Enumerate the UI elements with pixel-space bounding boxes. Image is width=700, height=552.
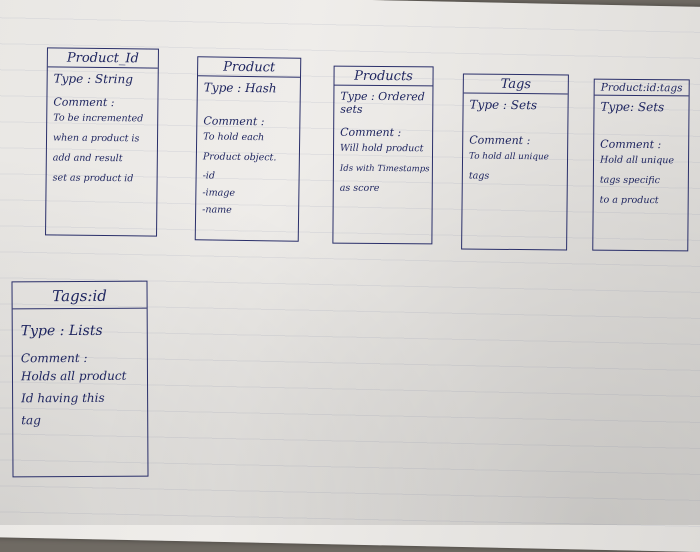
card-comment-line: as score: [339, 182, 380, 194]
card-comment-line: Holds all product: [20, 368, 127, 384]
card-title: Product_Id: [47, 48, 158, 69]
card-title: Tags:id: [12, 281, 147, 310]
card-title: Tags: [463, 74, 568, 95]
card-comment-label: Comment :: [340, 125, 402, 140]
card-title: Products: [334, 66, 433, 87]
card-comment-line: Ids with Timestamps: [339, 163, 430, 175]
card-comment-label: Comment :: [20, 350, 88, 366]
card-comment-line: Id having this: [21, 390, 105, 406]
card-tags-id: Tags:id Type : Lists Comment : Holds all…: [11, 280, 149, 478]
card-field: -image: [202, 187, 236, 199]
card-comment-line: set as product id: [52, 172, 134, 185]
card-comment-line: add and result: [52, 152, 123, 165]
card-comment-line: Will hold product: [340, 142, 424, 155]
card-type: Type: Sets: [600, 99, 665, 115]
card-comment-label: Comment :: [600, 137, 662, 152]
card-type: Type : String: [53, 71, 133, 87]
card-field: -id: [202, 170, 216, 182]
card-type: Type : Sets: [469, 97, 538, 113]
card-comment-line: to a product: [599, 194, 659, 207]
card-title: Product: [198, 57, 301, 78]
card-type: Type : Ordered sets: [340, 89, 425, 116]
card-comment-line: To hold all unique: [469, 151, 549, 163]
card-products: Products Type : Ordered sets Comment : W…: [332, 65, 434, 245]
card-product-id-tags: Product:id:tags Type: Sets Comment : Hol…: [592, 78, 690, 252]
card-product-id: Product_Id Type : String Comment : To be…: [45, 47, 159, 237]
card-comment-label: Comment :: [469, 133, 531, 148]
card-comment-line: tag: [21, 413, 41, 428]
card-type: Type : Lists: [20, 322, 103, 340]
card-product: Product Type : Hash Comment : To hold ea…: [194, 56, 302, 242]
card-comment-label: Comment :: [53, 95, 115, 110]
card-comment-line: To hold each: [203, 131, 265, 144]
card-field: -name: [202, 204, 232, 216]
card-comment-line: when a product is: [52, 132, 140, 145]
card-title: Product:id:tags: [594, 79, 689, 97]
card-comment-line: Product object.: [202, 151, 277, 164]
card-comment-line: tags: [468, 170, 490, 182]
card-comment-line: tags specific: [599, 174, 660, 187]
card-type: Type : Hash: [203, 80, 277, 96]
card-comment-line: To be incremented: [53, 112, 144, 125]
card-comment-label: Comment :: [203, 114, 265, 129]
card-tags: Tags Type : Sets Comment : To hold all u…: [461, 73, 569, 251]
card-comment-line: Hold all unique: [599, 154, 675, 167]
